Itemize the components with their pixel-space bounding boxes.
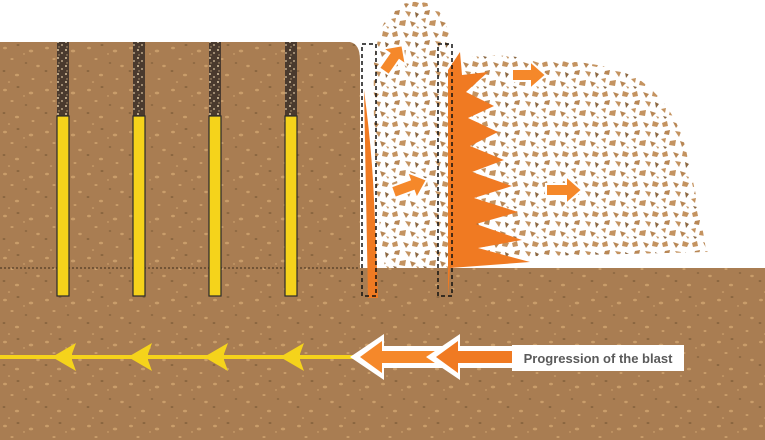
stemming <box>285 42 297 116</box>
debris-cloud-front <box>452 55 708 258</box>
progress-active-arrows <box>350 334 520 380</box>
chevron-left-arrow-icon <box>204 343 228 371</box>
chevron-left-arrow-icon <box>128 343 152 371</box>
stemming <box>57 42 69 116</box>
detonation-flame-right <box>448 52 530 298</box>
fired-borehole-2 <box>437 43 453 297</box>
ground-bench <box>0 42 765 440</box>
stemming <box>209 42 221 116</box>
explosive-charge <box>56 115 70 297</box>
arrow-right-icon <box>511 58 548 92</box>
debris-cloud <box>373 1 452 268</box>
arrow-up-right-icon <box>389 170 429 201</box>
fired-borehole-1 <box>361 43 377 297</box>
detonation-flame-left <box>364 90 378 298</box>
chevron-left-arrow-icon <box>280 343 304 371</box>
arrow-right-icon <box>545 173 584 207</box>
chevron-left-arrow-icon <box>52 343 76 371</box>
borehole-1 <box>56 42 70 297</box>
borehole-2 <box>132 42 146 297</box>
caption-text: Progression of the blast <box>523 350 673 366</box>
stemming <box>133 42 145 116</box>
borehole-4 <box>284 42 298 297</box>
explosive-charge <box>208 115 222 297</box>
blast-progression-caption: Progression of the blast <box>512 345 684 371</box>
explosive-charge <box>132 115 146 297</box>
borehole-3 <box>208 42 222 297</box>
explosive-charge <box>284 115 298 297</box>
arrow-up-right-icon <box>377 44 408 77</box>
